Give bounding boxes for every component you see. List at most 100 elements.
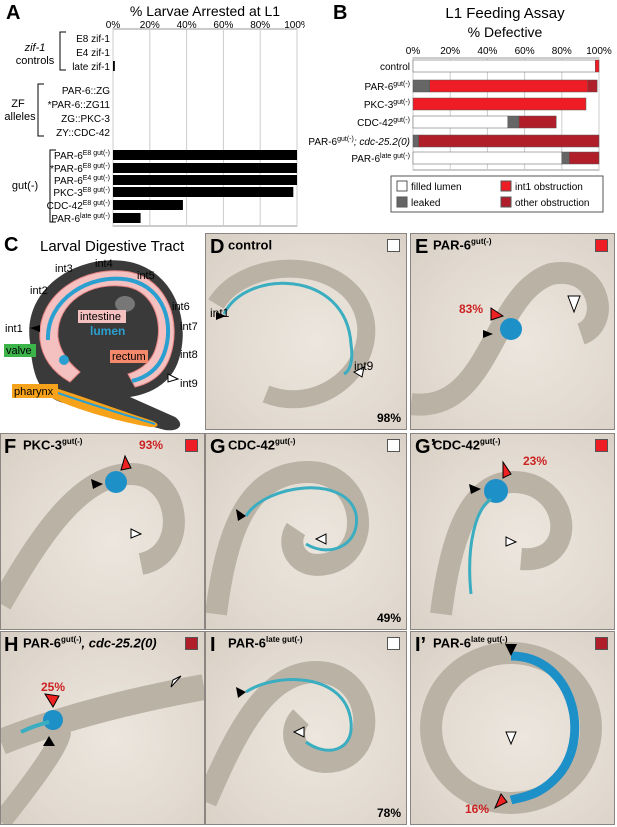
tick-label: 100% [284,20,305,31]
category-label: late zif-1 [72,62,110,73]
int9-arrowhead-icon [567,295,581,314]
micrograph-label-g: CDC-42gut(-) [228,437,296,453]
group-label-gut: gut(-) [12,180,38,192]
red-percent-label: 25% [41,680,66,694]
tick-label: 20% [440,46,460,57]
inner-gray-shape [115,296,135,312]
label-int7: int7 [180,321,198,333]
label-int9: int9 [180,378,198,390]
micrograph-label-h: PAR-6gut(-), cdc-25.2(0) [23,635,157,651]
obstruction-arrowhead-icon [44,693,60,708]
legend-box [390,175,604,213]
assay-color-box [387,239,400,252]
lumen-stain [43,710,63,730]
obstruction-arrowhead-icon [120,454,132,471]
feeding-assay-chart: L1 Feeding Assay% Defective0%20%40%60%80… [308,5,612,213]
assay-color-box [595,239,608,252]
lumen-stain [105,471,127,493]
red-percent-label: 83% [459,302,484,316]
panel-label-b: B [333,2,348,24]
tick-label: 40% [177,20,197,31]
diagram-title: Larval Digestive Tract [40,238,185,255]
micrograph-g-prime: CDC-42gut(-) 23% [410,433,615,630]
micrograph-label-d: control [228,237,273,253]
int1-arrowhead-icon [216,312,226,320]
panel-label-i-prime: I’ [415,634,427,656]
stacked-bar-segment [429,79,589,93]
micrograph-e: PAR-6gut(-) 83% [410,233,615,430]
assay-color-box [387,439,400,452]
assay-color-box [595,439,608,452]
lumen-stain [222,281,354,376]
label-valve: valve [6,345,32,357]
category-label: *PAR-6E8 gut(-) [50,163,110,175]
lumen-path [45,276,171,383]
micrograph-label-i: PAR-6late gut(-) [228,635,303,651]
label-int5: int5 [137,270,155,282]
panel-label-c: C [4,234,19,256]
lumen-stain [484,479,508,503]
category-label: PKC-3E8 gut(-) [53,187,110,199]
int1-label: int1 [210,306,230,320]
stacked-bar-segment [412,59,596,73]
int1-arrowhead-icon [43,736,55,746]
micrograph-f: PKC-3gut(-) 93% [0,433,205,630]
panel-label-i: I [210,634,216,656]
chart-title: % Larvae Arrested at L1 [130,3,280,19]
category-label: ZG::PKC-3 [61,114,110,125]
stacked-bar-segment [418,134,600,148]
int9-arrowhead-icon [170,675,182,688]
label-int4: int4 [95,258,113,270]
stacked-bar-segment [412,97,587,111]
pharynx-lumen [54,391,156,425]
panel-label-g-prime: G’ [415,436,437,458]
percent-label: 98% [376,411,401,425]
panel-label-e: E [415,236,429,258]
assay-color-box [185,439,198,452]
micrograph-label-g-prime: CDC-42gut(-) [433,437,501,453]
label-rectum: rectum [112,351,146,363]
group-label-zf: ZF [11,98,25,110]
stacked-bar-segment [518,115,557,129]
valve-label-bg [4,344,36,357]
larvae-arrest-chart: % Larvae Arrested at L10%20%40%60%80%100… [4,3,305,227]
micrograph-h: PAR-6gut(-), cdc-25.2(0) 25% [0,631,205,825]
category-label: PAR-6gut(-); cdc-25.2(0) [308,136,410,148]
label-int2: int2 [30,285,48,297]
legend-swatch [396,180,408,192]
valve-dot [59,355,69,365]
lumen-stain [509,651,580,805]
label-intestine: intestine [80,311,121,323]
tick-label: 60% [213,20,233,31]
micrograph-g: CDC-42gut(-) 49% [205,433,407,630]
assay-color-box [595,637,608,650]
group-label-zf: alleles [4,111,36,123]
tick-label: 100% [586,46,612,57]
bar [113,61,115,71]
assay-color-box [185,637,198,650]
label-pharynx: pharynx [14,386,54,398]
chart-title: L1 Feeding Assay [445,5,565,22]
stacked-bar-segment [595,59,600,73]
int1-arrowhead-icon [469,484,481,494]
tick-label: 80% [250,20,270,31]
legend-label: int1 obstruction [515,182,583,193]
int9-arrowhead-icon [352,366,365,378]
tick-label: 0% [406,46,421,57]
bracket-gut [49,149,56,223]
int1-arrowhead-icon [505,644,517,656]
legend-label: leaked [411,198,440,209]
tick-label: 20% [140,20,160,31]
int1-arrowhead-icon [483,330,493,338]
micrograph-i-prime: PAR-6late gut(-) 16% [410,631,615,825]
bar [113,200,183,210]
category-label: E8 zif-1 [76,34,110,45]
panel-label-a: A [6,2,21,24]
micrograph-label-e: PAR-6gut(-) [433,237,492,253]
chart-subtitle: % Defective [468,24,543,40]
group-label-controls: controls [16,55,55,67]
red-percent-label: 16% [465,802,490,816]
red-percent-label: 23% [523,454,548,468]
micrograph-label-i-prime: PAR-6late gut(-) [433,635,508,651]
panel-label-d: D [210,236,225,258]
